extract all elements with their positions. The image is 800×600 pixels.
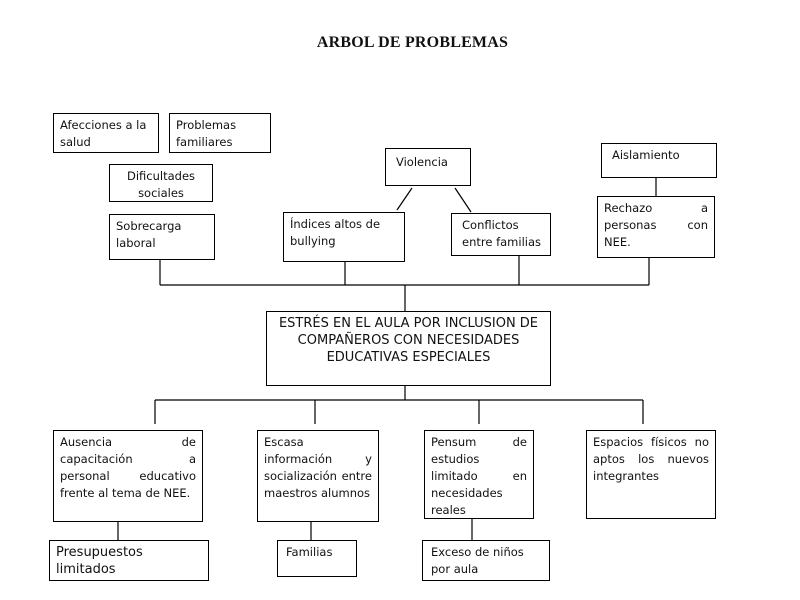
box-label: Ausencia de capacitación a personal educ… (60, 435, 196, 500)
box-label: Espacios físicos no aptos los nuevos int… (593, 435, 709, 483)
box-label: Sobrecarga laboral (116, 219, 182, 250)
box-pensum-estudios: Pensum de estudios limitado en necesidad… (424, 430, 534, 519)
box-label: Escasa información y socialización entre… (264, 435, 372, 500)
box-label: Presupuestos limitados (56, 545, 143, 577)
box-label: Problemas familiares (176, 118, 237, 149)
box-label: Dificultades sociales (126, 169, 196, 200)
box-label: Aislamiento (612, 148, 680, 162)
box-exceso-ninos: Exceso de niños por aula (422, 540, 550, 581)
box-label: Afecciones a la salud (60, 118, 147, 149)
connector-line (454, 187, 472, 213)
box-presupuestos-limitados: Presupuestos limitados (49, 540, 209, 581)
box-familias: Familias (277, 540, 357, 577)
box-escasa-informacion: Escasa información y socialización entre… (257, 430, 379, 522)
box-problemas-familiares: Problemas familiares (169, 113, 271, 153)
box-label: Índices altos de bullying (290, 217, 381, 248)
box-label: Rechazo a personas con NEE. (604, 201, 708, 249)
box-aislamiento: Aislamiento (601, 143, 717, 178)
box-central-problem: ESTRÉS EN EL AULA POR INCLUSION DE COMPA… (266, 311, 551, 386)
box-ausencia-capacitacion: Ausencia de capacitación a personal educ… (53, 430, 203, 522)
box-afecciones-salud: Afecciones a la salud (53, 113, 159, 153)
box-label: Familias (286, 545, 333, 559)
connector-line (396, 187, 413, 211)
box-dificultades-sociales: Dificultades sociales (109, 164, 213, 202)
box-label: Violencia (396, 155, 448, 169)
box-conflictos-familias: Conflictos entre familias (451, 213, 551, 256)
box-violencia: Violencia (385, 148, 471, 186)
box-sobrecarga-laboral: Sobrecarga laboral (109, 214, 215, 260)
box-label: Conflictos entre familias (462, 218, 542, 249)
box-label: Pensum de estudios limitado en necesidad… (431, 435, 527, 517)
box-indices-bullying: Índices altos de bullying (283, 212, 405, 262)
box-espacios-fisicos: Espacios físicos no aptos los nuevos int… (586, 430, 716, 519)
central-problem-label: ESTRÉS EN EL AULA POR INCLUSION DE COMPA… (278, 316, 539, 365)
box-rechazo-nee: Rechazo a personas con NEE. (597, 196, 715, 258)
diagram-title: ARBOL DE PROBLEMAS (316, 34, 509, 51)
box-label: Exceso de niños por aula (431, 545, 524, 576)
